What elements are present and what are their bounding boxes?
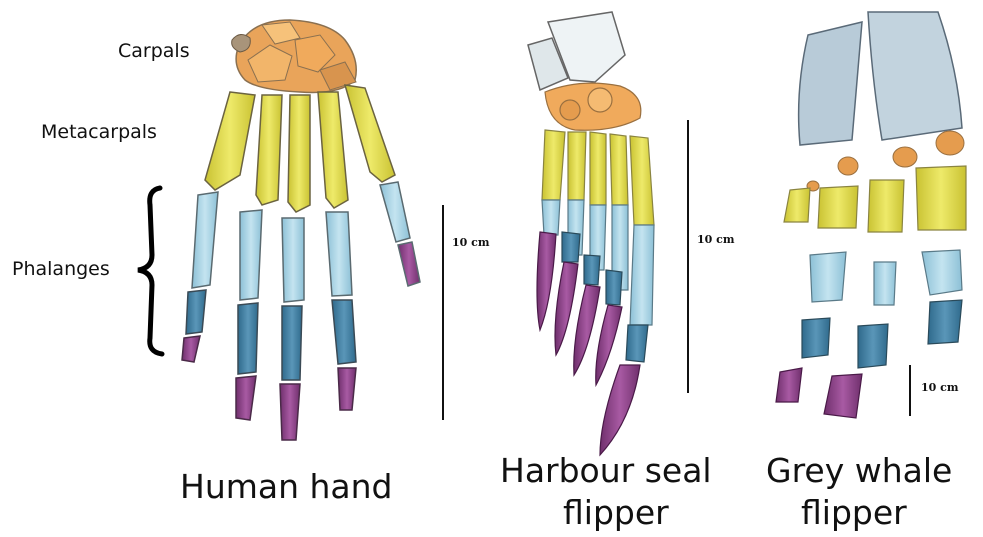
whale-metacarpals bbox=[784, 166, 966, 232]
whale-caption-line1: Grey whale bbox=[766, 450, 952, 492]
human-metacarpals bbox=[205, 85, 395, 212]
human-carpals bbox=[232, 20, 357, 93]
metacarpals-label: Metacarpals bbox=[41, 121, 157, 143]
whale-radius-ulna bbox=[799, 12, 962, 145]
seal-scale-label: 10 cm bbox=[697, 233, 734, 246]
whale-flipper bbox=[776, 12, 966, 418]
carpals-label: Carpals bbox=[118, 40, 190, 62]
whale-caption-line2: flipper bbox=[801, 492, 907, 534]
human-intermediate-phalanges bbox=[186, 290, 356, 380]
human-thumb bbox=[380, 182, 420, 286]
phalanges-label: Phalanges bbox=[12, 258, 110, 280]
seal-flipper bbox=[528, 12, 688, 455]
seal-radius-ulna bbox=[528, 12, 625, 90]
phalanges-bracket bbox=[138, 188, 162, 354]
whale-scale-label: 10 cm bbox=[921, 381, 958, 394]
seal-caption-line2: flipper bbox=[563, 492, 669, 534]
human-scale-label: 10 cm bbox=[452, 236, 489, 249]
whale-distal-phalanges bbox=[776, 368, 862, 418]
human-proximal-phalanges bbox=[192, 192, 352, 302]
seal-caption-line1: Harbour seal bbox=[500, 450, 712, 492]
whale-proximal-phalanges bbox=[810, 250, 962, 305]
human-distal-phalanges bbox=[182, 336, 356, 440]
human-hand bbox=[138, 20, 443, 440]
human-caption: Human hand bbox=[180, 466, 393, 508]
whale-intermediate-phalanges bbox=[802, 300, 962, 368]
seal-carpals bbox=[545, 83, 641, 130]
